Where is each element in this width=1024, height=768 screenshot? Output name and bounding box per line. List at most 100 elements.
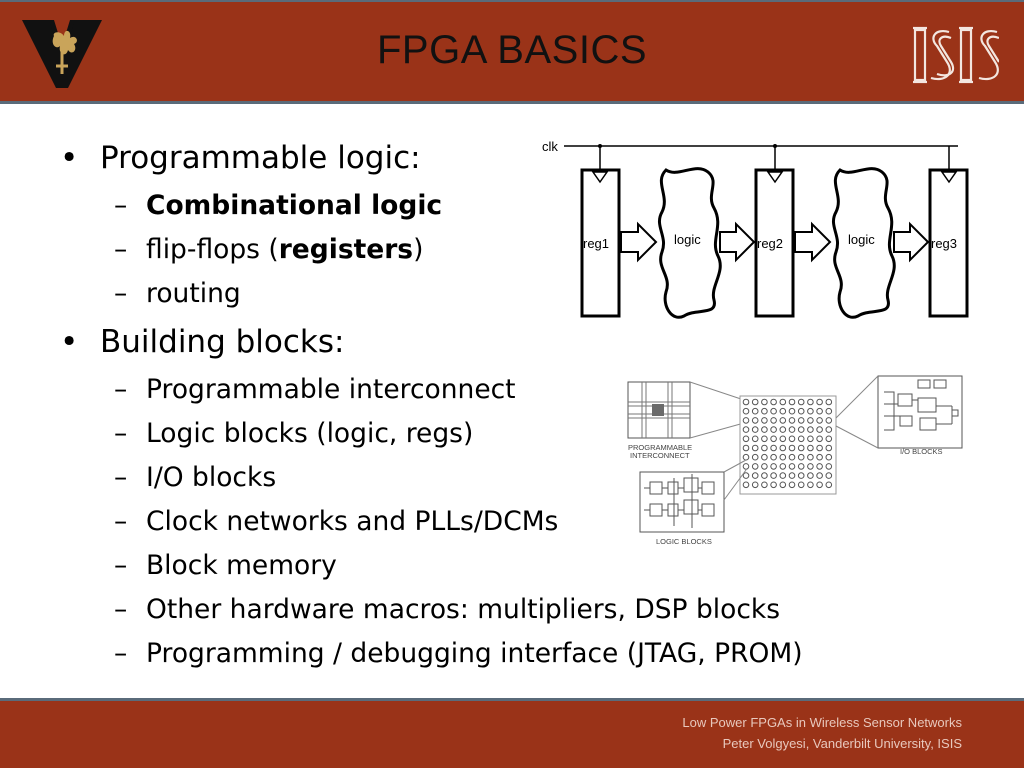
- fabric-cell: [779, 481, 787, 489]
- reg2-label: reg2: [757, 236, 783, 251]
- footer-line-1: Low Power FPGAs in Wireless Sensor Netwo…: [682, 715, 962, 730]
- sub-bullet-text: Clock networks and PLLs/DCMs: [146, 506, 559, 537]
- fabric-cell: [779, 417, 787, 424]
- fabric-cell: [797, 398, 805, 406]
- title-bar: FPGA BASICS: [0, 0, 1024, 104]
- fabric-cell: [770, 435, 777, 443]
- reg1-label: reg1: [583, 236, 609, 251]
- isis-logo: [913, 26, 999, 84]
- fabric-cell: [761, 472, 768, 479]
- fabric-cell: [751, 472, 759, 479]
- fabric-cell: [797, 481, 805, 489]
- sub-bullet-logic-blocks: –Logic blocks (logic, regs): [114, 418, 474, 449]
- fabric-cell: [825, 472, 833, 479]
- fabric-cell: [779, 463, 787, 470]
- io-blocks-inset: I/O BLOCKS: [877, 375, 963, 456]
- fabric-cell: [770, 417, 777, 424]
- fabric-cell: [761, 481, 768, 489]
- fabric-cell: [742, 407, 750, 415]
- fabric-cell: [816, 426, 823, 433]
- sub-bullet-routing: –routing: [114, 278, 241, 309]
- sub-bullet-combinational: –Combinational logic: [114, 190, 443, 221]
- fabric-cell: [761, 453, 768, 461]
- bullet-building-blocks: •Building blocks:: [60, 324, 344, 360]
- sub-bullet-text: Programming / debugging interface (JTAG,…: [146, 638, 803, 669]
- fabric-cell: [761, 444, 768, 452]
- fabric-cell: [825, 426, 833, 433]
- slide-title: FPGA BASICS: [376, 28, 648, 72]
- fabric-cell: [751, 426, 759, 433]
- logic-blocks-label: LOGIC BLOCKS: [656, 537, 712, 546]
- fabric-cell: [788, 417, 796, 424]
- bullet-dot: •: [60, 140, 79, 176]
- fabric-cell: [807, 407, 814, 415]
- interconnect-label-1: PROGRAMMABLE: [628, 443, 692, 452]
- fabric-cell: [807, 463, 814, 470]
- fabric-cell: [779, 453, 787, 461]
- fabric-cell: [779, 407, 787, 415]
- logic-cloud-1: logic: [657, 167, 722, 319]
- sub-bullet-text: Logic blocks (logic, regs): [146, 418, 474, 449]
- fabric-cell: [779, 435, 787, 443]
- sub-bullet-text: routing: [146, 278, 241, 309]
- fabric-cell: [751, 481, 759, 489]
- fabric-cell: [761, 435, 768, 443]
- sub-bullet-text: flip-flops (: [146, 234, 279, 265]
- fabric-cell: [825, 417, 833, 424]
- reg1-block: reg1: [580, 168, 621, 318]
- fabric-cell: [779, 444, 787, 452]
- fabric-cell: [770, 453, 777, 461]
- fabric-cell: [788, 435, 796, 443]
- fabric-cell: [770, 472, 777, 479]
- fabric-cell: [788, 481, 796, 489]
- fabric-cell: [770, 463, 777, 470]
- sub-bullet-text: Block memory: [146, 550, 337, 581]
- fabric-cell: [816, 407, 823, 415]
- fabric-cell: [825, 453, 833, 461]
- fabric-cell: [825, 444, 833, 452]
- fabric-cell: [797, 407, 805, 415]
- fabric-cell: [770, 444, 777, 452]
- fabric-cell: [751, 463, 759, 470]
- fabric-cell: [761, 417, 768, 424]
- fabric-cell: [779, 398, 787, 406]
- logic-cloud-2: logic: [831, 167, 896, 319]
- fabric-cell: [751, 453, 759, 461]
- fabric-cell: [751, 444, 759, 452]
- fabric-cell: [816, 481, 823, 489]
- sub-bullet-clock-networks: –Clock networks and PLLs/DCMs: [114, 506, 559, 537]
- fabric-cell: [761, 463, 768, 470]
- fabric-cell: [807, 481, 814, 489]
- fabric-cell: [742, 463, 750, 470]
- register-pipeline-diagram: clk reg1 reg2 reg3 logic lo: [542, 139, 969, 319]
- fabric-cell: [807, 472, 814, 479]
- io-blocks-label: I/O BLOCKS: [900, 447, 943, 456]
- fabric-cell: [797, 444, 805, 452]
- reg3-block: reg3: [928, 168, 969, 318]
- fabric-cell: [797, 453, 805, 461]
- fabric-cell: [742, 481, 750, 489]
- fabric-cell: [742, 444, 750, 452]
- sub-bullet-hardware-macros: –Other hardware macros: multipliers, DSP…: [114, 594, 781, 625]
- fabric-cell: [751, 398, 759, 406]
- sub-bullet-text: Other hardware macros: multipliers, DSP …: [146, 594, 781, 625]
- fabric-cell: [770, 407, 777, 415]
- fabric-cell: [761, 398, 768, 406]
- fabric-cell: [816, 417, 823, 424]
- bullet-label: Building blocks:: [100, 324, 345, 360]
- fabric-cell: [788, 463, 796, 470]
- fabric-cell: [751, 435, 759, 443]
- slide-content: •Programmable logic: –Combinational logi…: [0, 104, 1024, 698]
- fabric-cell: [816, 435, 823, 443]
- fabric-cell: [825, 463, 833, 470]
- fabric-cell: [742, 426, 750, 433]
- fabric-cell: [779, 426, 787, 433]
- fabric-cell: [816, 398, 823, 406]
- fabric-cell: [788, 472, 796, 479]
- interconnect-label-2: INTERCONNECT: [630, 451, 690, 460]
- fabric-cell: [742, 417, 750, 424]
- fabric-cell: [797, 426, 805, 433]
- fabric-cell: [797, 472, 805, 479]
- fabric-cell: [807, 426, 814, 433]
- fabric-cell: [742, 398, 750, 406]
